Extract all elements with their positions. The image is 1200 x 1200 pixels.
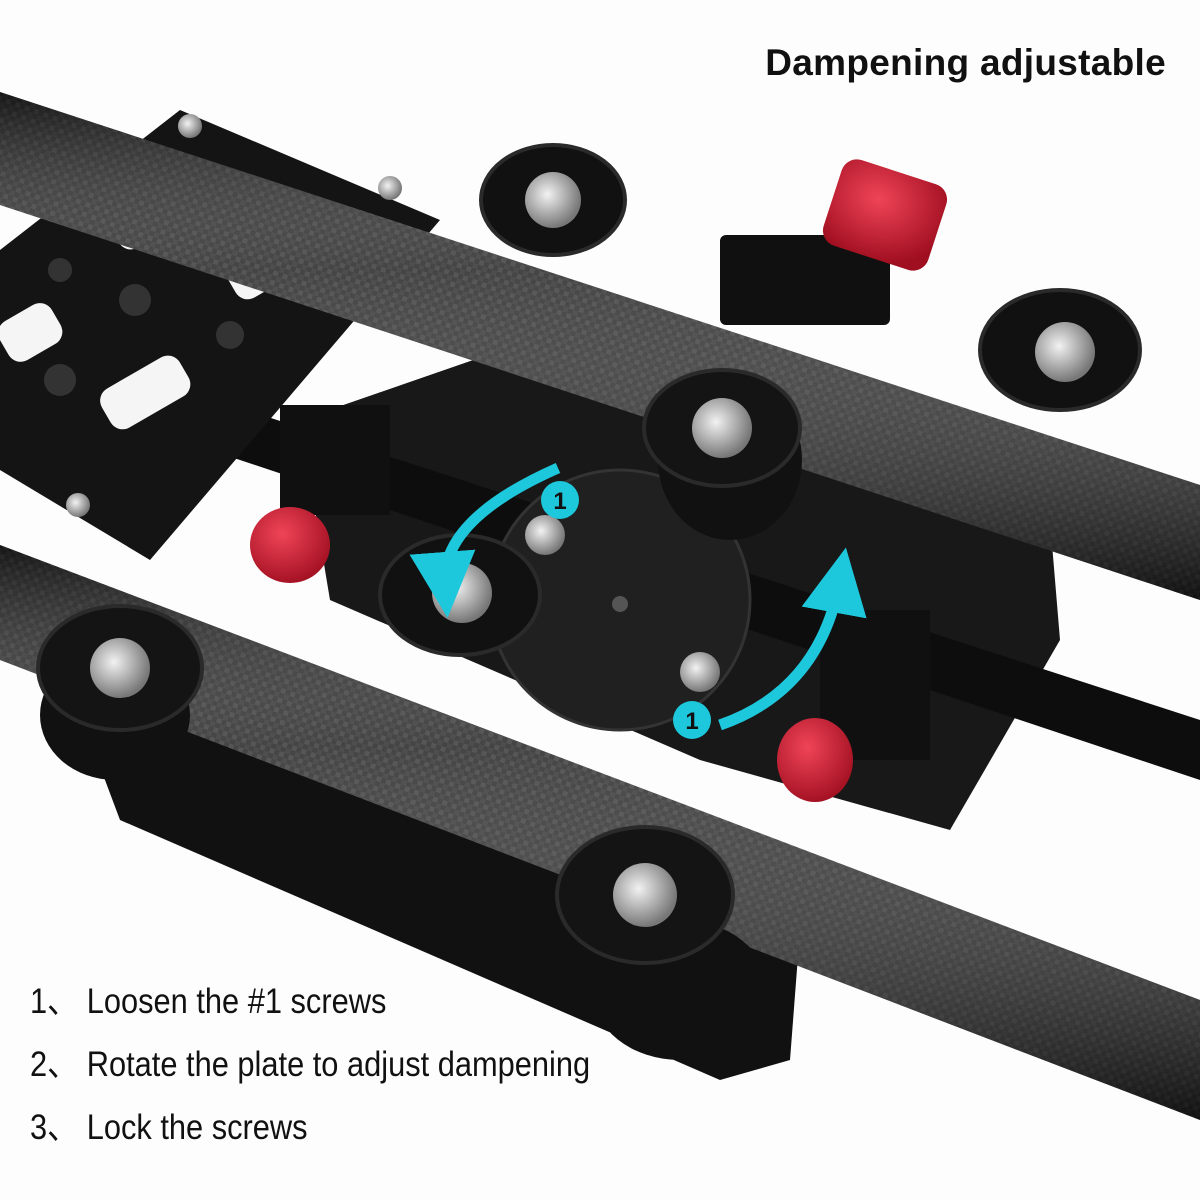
- wheel: [555, 825, 768, 1060]
- red-knob: [777, 610, 930, 802]
- badge-number: 1: [685, 708, 698, 735]
- step-text: Loosen the #1 screws: [86, 982, 387, 1021]
- wheel: [642, 368, 802, 540]
- wheel: [36, 604, 204, 780]
- carbon-rod-top: [0, 92, 1200, 600]
- wheel: [378, 533, 542, 657]
- step-number: 1、: [30, 982, 78, 1021]
- rotate-arrow-icon: [409, 462, 561, 618]
- plate-screw: [525, 515, 565, 555]
- plate-screw: [680, 652, 720, 692]
- step-item: 1、Loosen the #1 screws: [30, 978, 590, 1041]
- red-knob: [720, 159, 948, 325]
- badge-2: 1: [673, 701, 711, 739]
- step-text: Rotate the plate to adjust dampening: [86, 1045, 591, 1084]
- wheel: [479, 143, 627, 257]
- badge-1: 1: [541, 481, 579, 519]
- badge-number: 1: [553, 488, 566, 515]
- instruction-steps: 1、Loosen the #1 screws 2、Rotate the plat…: [30, 978, 667, 1167]
- step-number: 3、: [30, 1108, 78, 1147]
- step-number: 2、: [30, 1045, 78, 1084]
- step-text: Lock the screws: [86, 1108, 308, 1147]
- page-title: Dampening adjustable: [765, 42, 1166, 83]
- carbon-rod-bottom: [0, 545, 1200, 1120]
- red-knob: [250, 405, 390, 583]
- step-item: 3、Lock the screws: [30, 1104, 590, 1167]
- step-item: 2、Rotate the plate to adjust dampening: [30, 1041, 590, 1104]
- wheel: [978, 288, 1142, 412]
- rotate-arrow-icon: [718, 547, 867, 731]
